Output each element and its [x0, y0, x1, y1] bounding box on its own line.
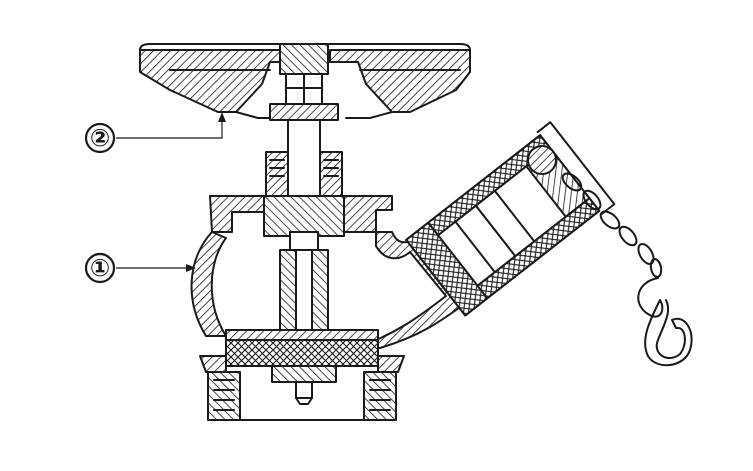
handwheel	[139, 43, 471, 119]
body-top-flange	[209, 195, 393, 233]
callout-2-label: ②	[90, 124, 110, 152]
bottom-inlet	[199, 355, 405, 421]
outlet-coupling	[405, 121, 616, 317]
s-hook	[637, 277, 693, 366]
callout-1: ①	[84, 252, 196, 284]
callout-2: ②	[84, 112, 226, 154]
cap-chain	[527, 145, 663, 278]
bonnet	[263, 151, 345, 251]
valve-disc	[225, 329, 379, 383]
callout-1-label: ①	[90, 254, 110, 282]
hub-nut	[269, 43, 339, 121]
